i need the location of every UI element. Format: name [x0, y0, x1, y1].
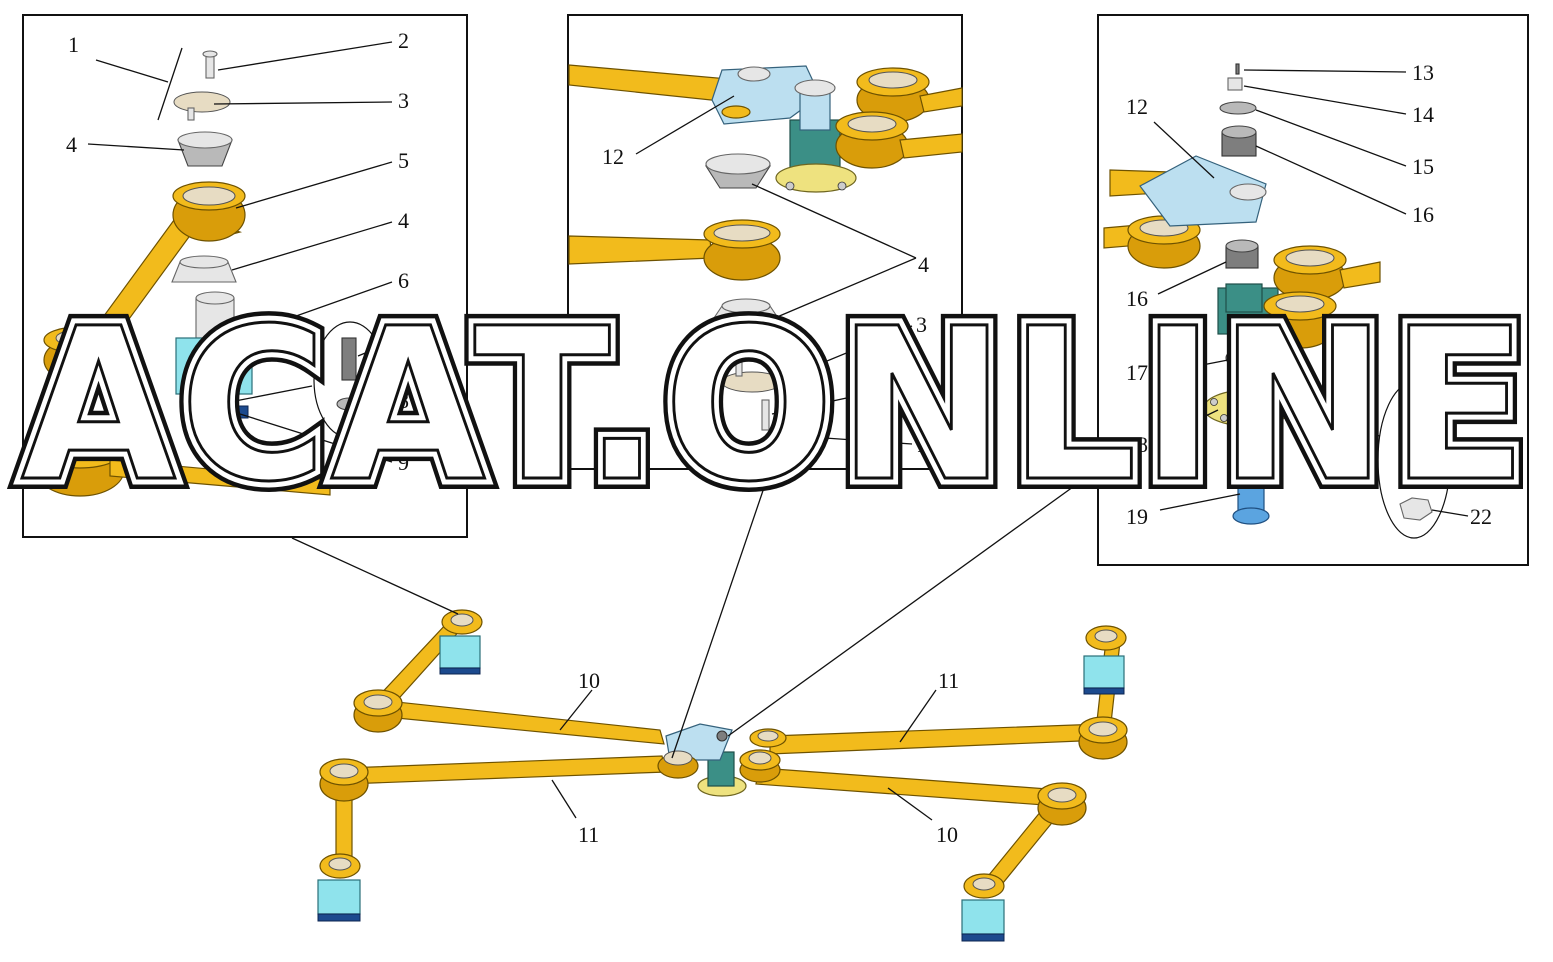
- detail-panel-middle: 12 4 3 2 1: [567, 14, 963, 470]
- callout-18: 18: [1126, 432, 1148, 457]
- arm-11-lower: [344, 755, 667, 785]
- callout-11: 11: [578, 822, 599, 847]
- part-22-nut: [1399, 497, 1433, 521]
- part-2-bolt: [205, 55, 215, 79]
- callout-10: 10: [578, 668, 600, 693]
- callout-4: 4: [398, 208, 409, 233]
- callout-22: 22: [1470, 504, 1492, 529]
- callout-4: 4: [66, 132, 77, 157]
- part-20-bolt: [1403, 401, 1423, 455]
- callout-4: 4: [918, 252, 929, 277]
- callout-1: 1: [916, 432, 927, 457]
- callout-12: 12: [602, 144, 624, 169]
- part-3-plate: [721, 371, 783, 393]
- callout-8: 8: [398, 388, 409, 413]
- callout-13: 13: [1412, 60, 1434, 85]
- callout-10: 10: [936, 822, 958, 847]
- foot-lr: [961, 873, 1005, 942]
- callout-2: 2: [398, 28, 409, 53]
- callout-19: 19: [1126, 504, 1148, 529]
- part-7-bolt: [341, 337, 357, 381]
- callout-3: 3: [398, 88, 409, 113]
- part-15-washer: [1219, 101, 1257, 115]
- callout-2: 2: [916, 372, 927, 397]
- callout-15: 15: [1412, 154, 1434, 179]
- connector-middle: [671, 469, 771, 759]
- svg-text:ACAT.ONLINE: ACAT.ONLINE: [21, 283, 1531, 528]
- callout-14: 14: [1412, 102, 1434, 127]
- callout-3: 3: [916, 312, 927, 337]
- part-19-pin: [1237, 443, 1265, 517]
- foot-ur: [1083, 625, 1127, 695]
- callout-21: 21: [1470, 452, 1492, 477]
- main-assembly: [317, 609, 1128, 942]
- callout-11: 11: [938, 668, 959, 693]
- detail-panel-left: 1 2 3 4 5 4 6 7 8 9: [22, 14, 468, 538]
- callout-5: 5: [398, 148, 409, 173]
- svg-text:ACAT.ONLINE: ACAT.ONLINE: [21, 283, 1531, 528]
- connector-left: [291, 537, 459, 615]
- callout-1: 1: [68, 32, 79, 57]
- callout-16: 16: [1126, 286, 1148, 311]
- part-3-plate: [173, 91, 231, 113]
- foot-ul: [439, 609, 483, 675]
- arm-10-right: [755, 767, 1063, 807]
- callout-12: 12: [1126, 94, 1148, 119]
- foot-ll: [317, 853, 361, 922]
- connector-right: [727, 465, 1103, 737]
- callout-7: 7: [398, 328, 409, 353]
- detail-panel-right: 13 12 14 15 16 16 17 18 19 20 21 22: [1097, 14, 1529, 566]
- center-hub: [657, 723, 787, 797]
- callout-6: 6: [398, 268, 409, 293]
- part-8-washer: [336, 397, 362, 411]
- part-17-ring: [1225, 347, 1267, 369]
- watermark-text: ACAT.ONLINE: [21, 283, 1531, 528]
- part-13-pin: [1235, 63, 1240, 75]
- part-14-nut: [1227, 77, 1243, 91]
- callout-17: 17: [1126, 360, 1148, 385]
- callout-20: 20: [1470, 400, 1492, 425]
- part-9-base: [181, 405, 249, 419]
- part-2-bolt: [761, 399, 770, 431]
- callout-9: 9: [398, 450, 409, 475]
- arm-11-right: [769, 723, 1105, 755]
- callout-16: 16: [1412, 202, 1434, 227]
- watermark: ACAT.ONLINE ACAT.ONLINE ACAT.ONLINE: [10, 272, 1538, 539]
- part-12-lever: [1139, 155, 1267, 227]
- arm-10-upper: [375, 699, 665, 745]
